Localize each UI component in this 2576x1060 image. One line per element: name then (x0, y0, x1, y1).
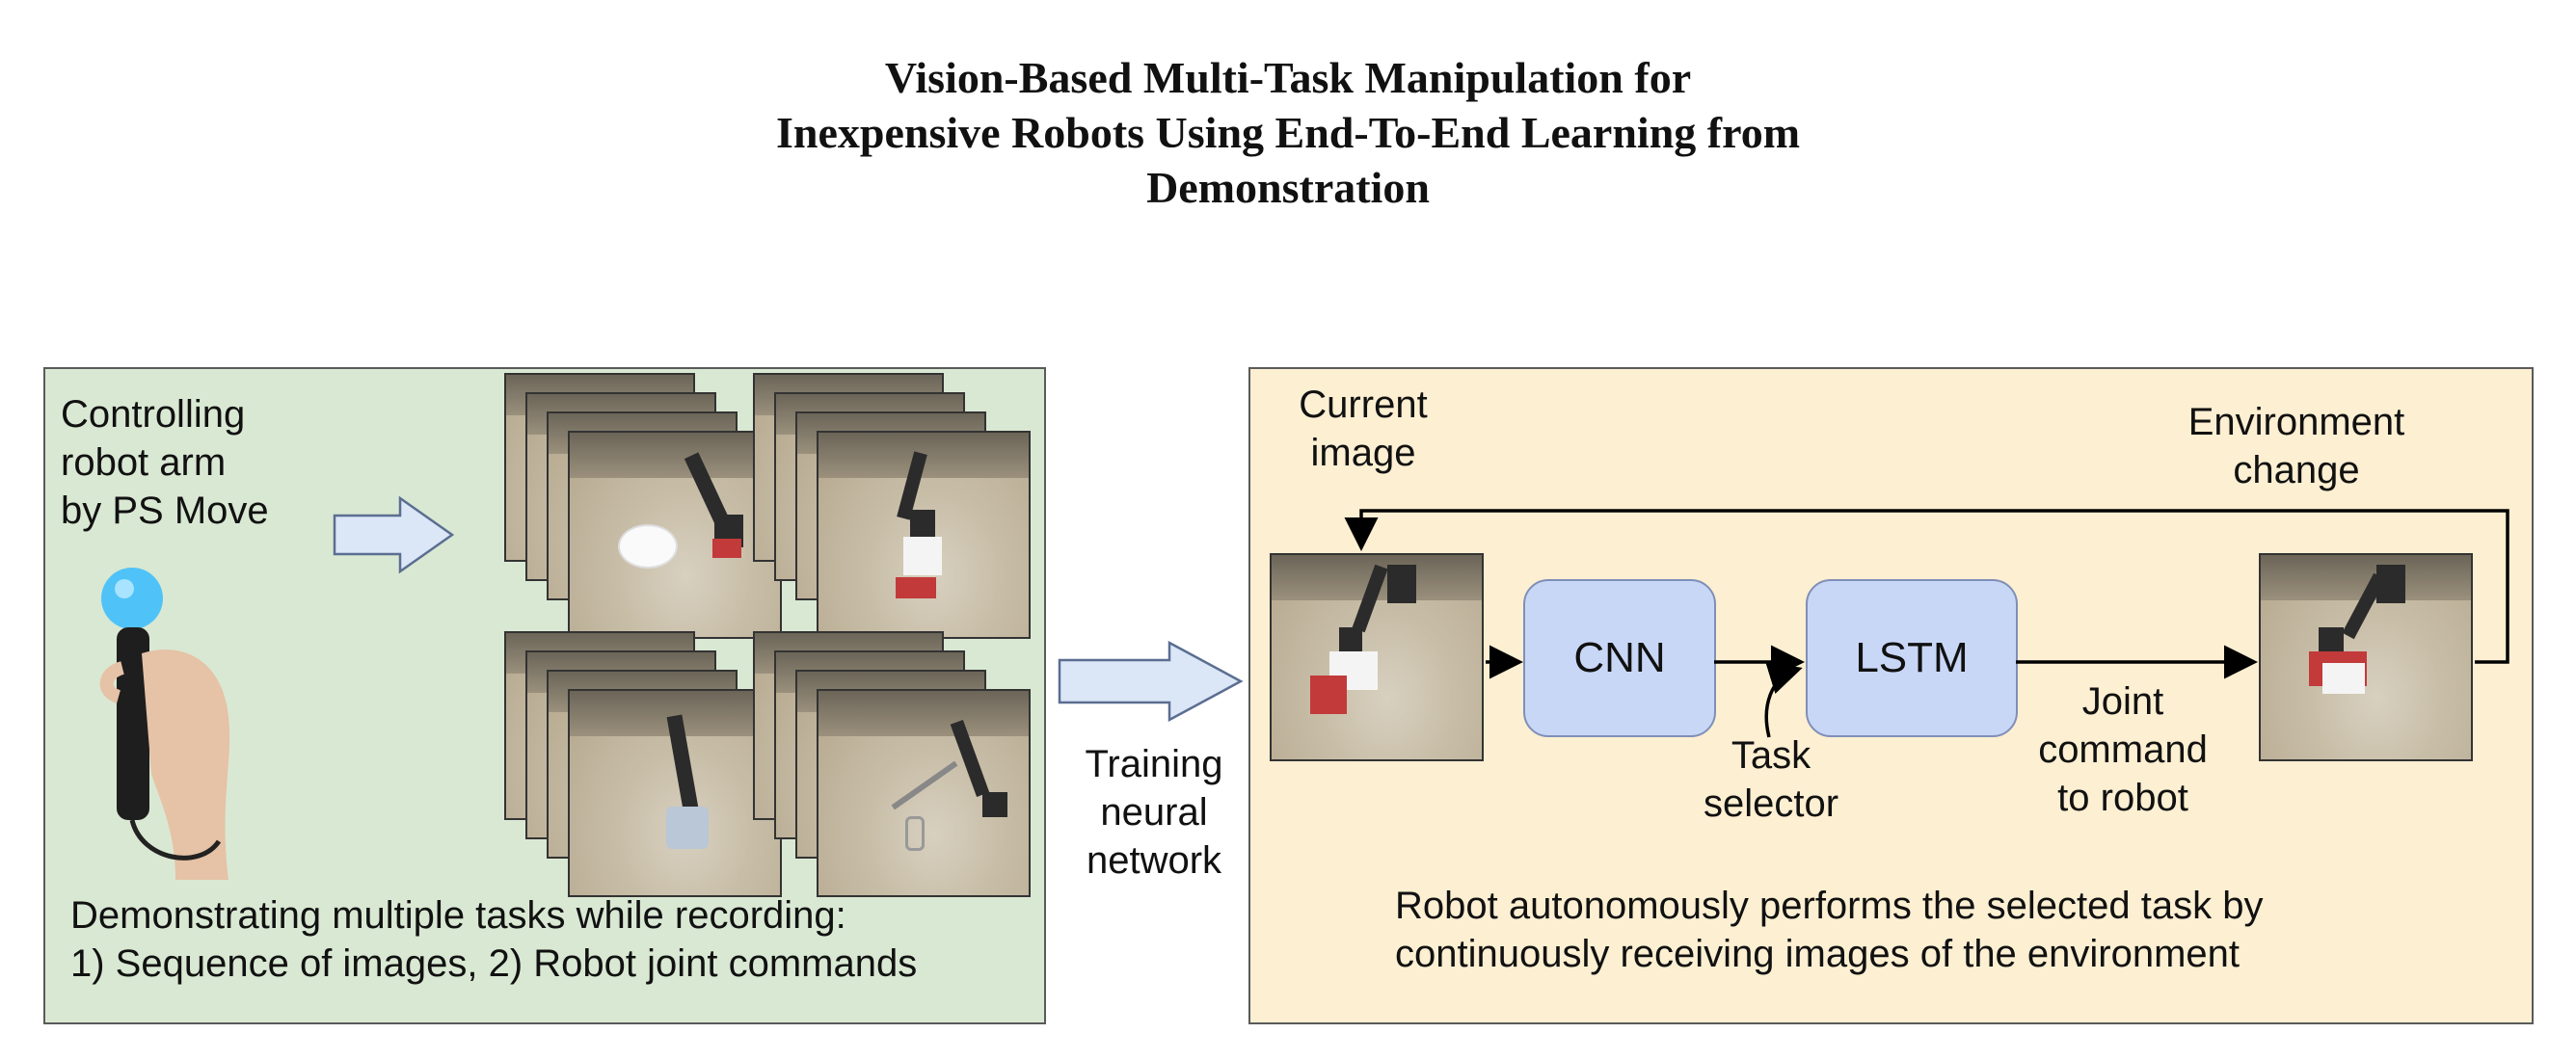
joint-command-label: Joint command to robot (2022, 677, 2224, 822)
cnn-box: CNN (1523, 579, 1716, 737)
current-image-label-line-1: Current (1299, 384, 1428, 426)
training-text-line-3: network (1086, 839, 1222, 882)
title-line-2: Inexpensive Robots Using End-To-End Lear… (775, 108, 1801, 157)
demonstration-panel: Controlling robot arm by PS Move (43, 367, 1046, 1024)
environment-change-label: Environment change (2152, 398, 2441, 494)
ps-move-controller-icon (99, 568, 230, 880)
current-image-photo (1270, 553, 1484, 761)
joint-command-label-line-2: command (2038, 729, 2208, 771)
training-text: Training neural network (1053, 740, 1255, 885)
task-selector-label-line-2: selector (1703, 782, 1839, 825)
flow-arrows (1344, 509, 2509, 738)
current-image-label-line-2: image (1310, 432, 1416, 474)
training-text-line-2: neural (1100, 791, 1208, 834)
feedback-loop-arrow (1344, 509, 2509, 664)
joint-command-label-line-1: Joint (2081, 680, 2164, 723)
demonstration-caption-line-2: 1) Sequence of images, 2) Robot joint co… (70, 942, 918, 985)
paper-title: Vision-Based Multi-Task Manipulation for… (0, 50, 2576, 215)
title-line-1: Vision-Based Multi-Task Manipulation for (884, 53, 1692, 102)
current-image-label: Current image (1272, 381, 1455, 477)
to-recordings-arrow-icon (333, 496, 455, 573)
environment-change-label-line-2: change (2233, 449, 2360, 491)
autonomous-caption: Robot autonomously performs the selected… (1395, 882, 2263, 978)
lstm-label: LSTM (1855, 634, 1969, 681)
demonstration-caption: Demonstrating multiple tasks while recor… (70, 891, 917, 988)
control-text-line-1: Controlling (61, 393, 246, 436)
autonomous-caption-line-2: continuously receiving images of the env… (1395, 933, 2241, 975)
environment-change-photo (2259, 553, 2473, 761)
cnn-label: CNN (1573, 634, 1666, 681)
task-selector-arrow (1764, 661, 1803, 738)
lstm-box: LSTM (1806, 579, 2018, 737)
training-text-line-1: Training (1085, 743, 1223, 785)
training-arrow-icon (1058, 641, 1244, 722)
autonomous-caption-line-1: Robot autonomously performs the selected… (1395, 885, 2264, 927)
task-selector-label-line-1: Task (1731, 734, 1811, 777)
autonomous-execution-panel: Current image Environment change CNN LST… (1248, 367, 2534, 1024)
joint-command-label-line-3: to robot (2057, 777, 2188, 819)
control-text: Controlling robot arm by PS Move (61, 390, 269, 535)
environment-change-label-line-1: Environment (2187, 401, 2405, 443)
control-text-line-2: robot arm (61, 441, 227, 484)
title-line-3: Demonstration (1146, 163, 1430, 212)
control-text-line-3: by PS Move (61, 490, 269, 532)
demonstration-caption-line-1: Demonstrating multiple tasks while recor… (70, 894, 846, 937)
task-selector-label: Task selector (1694, 731, 1848, 828)
